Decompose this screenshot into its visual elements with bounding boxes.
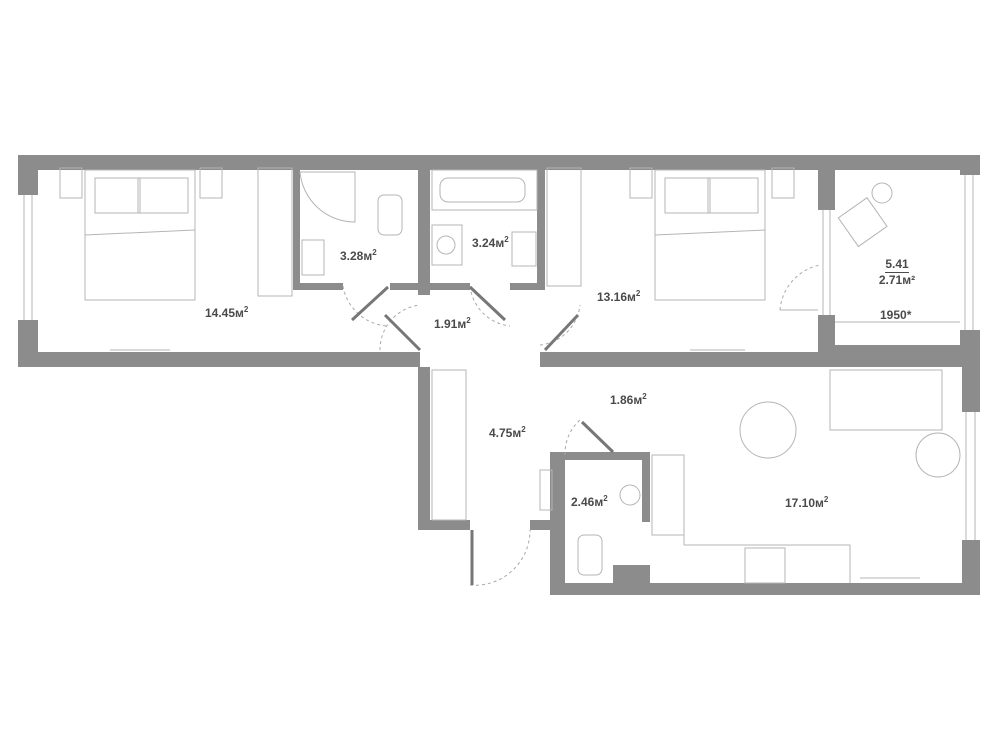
room-area-bedroom-1: 14.45м2 — [205, 305, 249, 320]
room-area-bedroom-2: 13.16м2 — [597, 289, 641, 304]
sink-2 — [511, 231, 537, 267]
wardrobe-3 — [431, 369, 467, 521]
shower — [299, 171, 356, 223]
balcony-area: 5.41 2.71м² — [867, 257, 927, 287]
washer — [431, 224, 463, 266]
sofa — [829, 369, 943, 431]
room-area-hall-2: 1.86м2 — [610, 392, 647, 407]
room-area-bathroom-1: 3.28м2 — [340, 248, 377, 263]
room-area-kitchen-living: 17.10м2 — [785, 495, 829, 510]
balcony-chair — [837, 197, 888, 248]
room-area-hall: 1.91м2 — [434, 316, 471, 331]
windows — [23, 175, 976, 540]
furniture — [59, 167, 961, 584]
room-area-bathroom-2: 3.24м2 — [472, 235, 509, 250]
toilet-3 — [577, 534, 603, 576]
dining-table — [739, 401, 797, 459]
bathtub — [431, 169, 538, 211]
wardrobe-2 — [546, 167, 582, 287]
stove — [744, 547, 786, 584]
room-area-corridor: 4.75м2 — [489, 425, 526, 440]
balcony-reduced: 2.71м² — [878, 273, 916, 287]
doors — [342, 264, 821, 586]
walls — [18, 155, 980, 595]
room-area-bathroom-3: 2.46м2 — [571, 494, 608, 509]
sink-1 — [301, 239, 325, 276]
sink-3 — [619, 484, 641, 506]
kitchen-counter — [651, 454, 685, 536]
wardrobe-1 — [257, 167, 293, 297]
toilet-1 — [377, 194, 403, 236]
balcony-total: 5.41 — [885, 257, 909, 273]
balcony-width: 1950* — [880, 308, 912, 322]
